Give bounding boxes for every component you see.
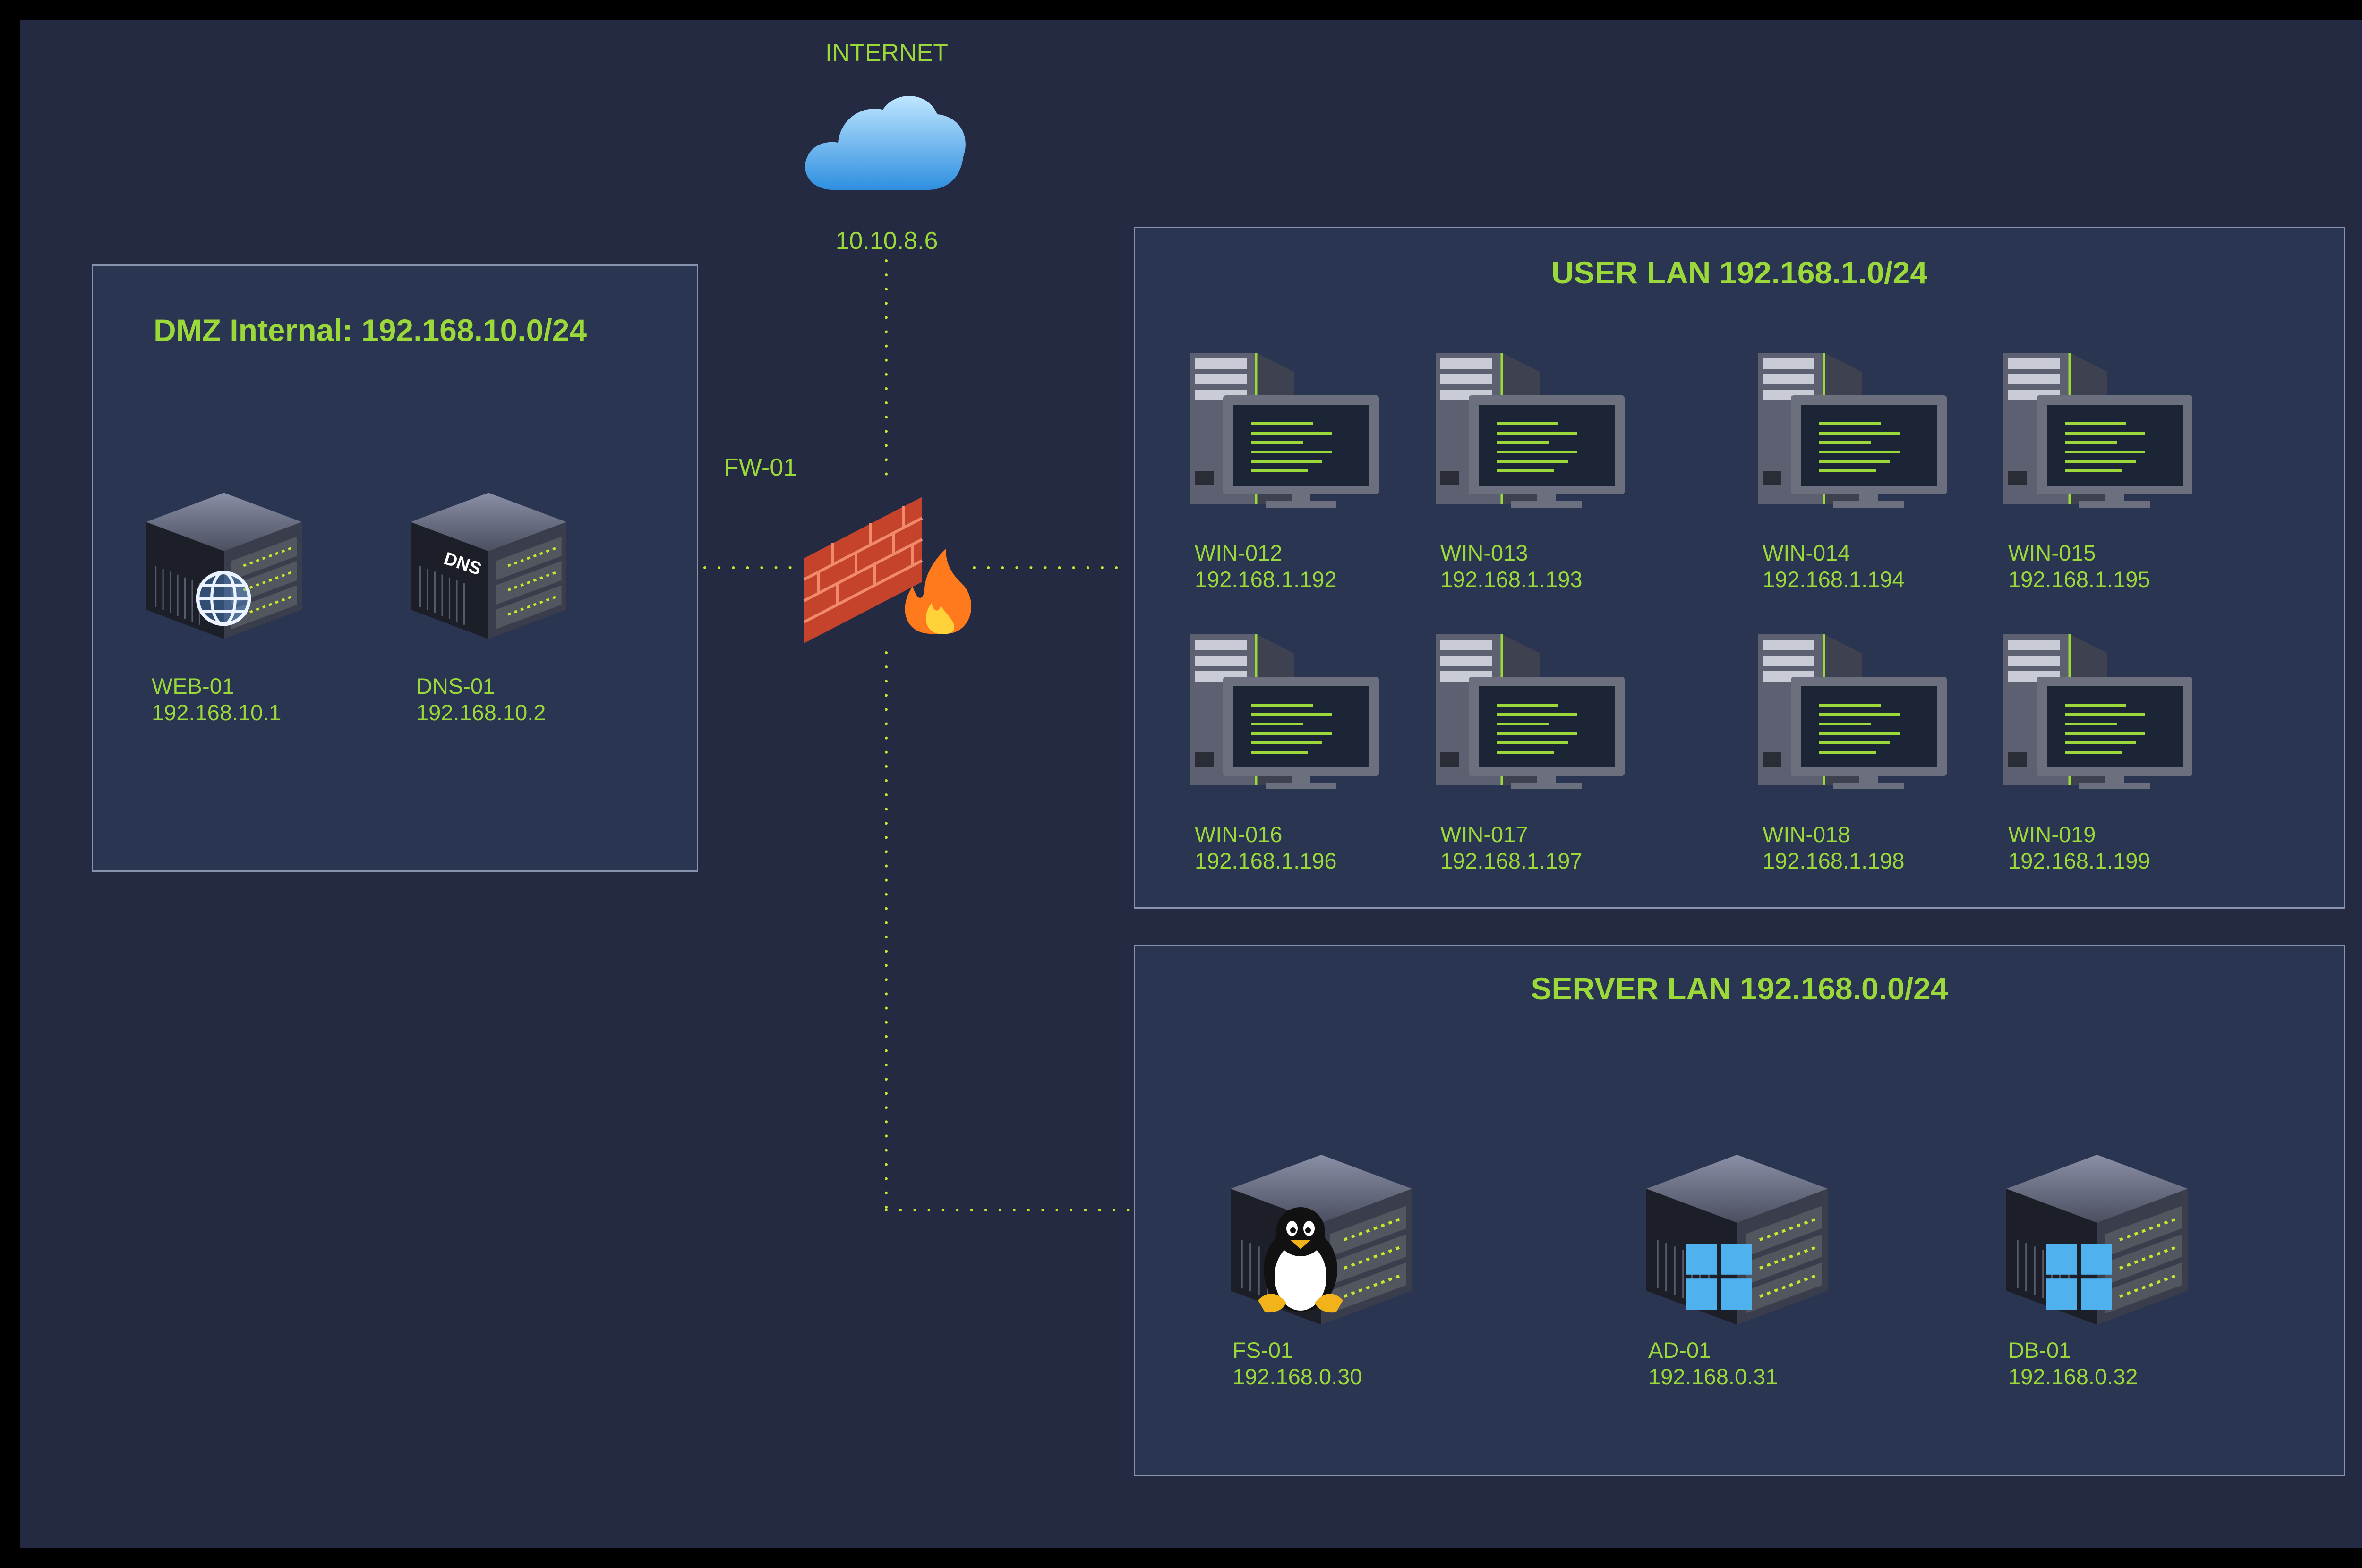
- host-name: WIN-017: [1440, 822, 1528, 847]
- windows-logo-icon: [2046, 1244, 2112, 1310]
- server-lan-title: SERVER LAN 192.168.0.0/24: [1531, 971, 1948, 1006]
- dmz-host-dns-01: DNS-01 192.168.10.2: [416, 673, 546, 726]
- workstation-icon: [1758, 348, 1947, 509]
- host-ip: 192.168.10.2: [416, 700, 546, 725]
- user-host-win-014: WIN-014 192.168.1.194: [1763, 540, 1905, 593]
- user-host-win-016: WIN-016 192.168.1.196: [1195, 821, 1337, 874]
- host-name: WIN-013: [1440, 540, 1528, 565]
- user-lan-title: USER LAN 192.168.1.0/24: [1551, 255, 1928, 290]
- internet-ip: 10.10.8.6: [835, 227, 938, 255]
- globe-icon: [194, 569, 253, 628]
- workstation-icon: [1758, 630, 1947, 790]
- user-lan-zone: USER LAN 192.168.1.0/24 WIN-012 192.168.…: [1134, 227, 2345, 909]
- user-host-win-019: WIN-019 192.168.1.199: [2008, 821, 2150, 874]
- internet-label: INTERNET: [825, 39, 948, 67]
- host-name: WIN-012: [1195, 540, 1283, 565]
- diagram-canvas: INTERNET 10.10.8.6 FW-01 DMZ Internal: 1…: [20, 20, 2362, 1548]
- connection-links: [703, 259, 1131, 1211]
- host-ip: 192.168.1.195: [2008, 567, 2150, 592]
- host-name: WIN-015: [2008, 540, 2096, 565]
- server-host-ad-01: AD-01 192.168.0.31: [1648, 1337, 1778, 1390]
- server-host-fs-01: FS-01 192.168.0.30: [1232, 1337, 1362, 1390]
- host-ip: 192.168.1.192: [1195, 567, 1337, 592]
- host-name: FS-01: [1232, 1338, 1293, 1363]
- host-name: WIN-014: [1763, 540, 1850, 565]
- host-ip: 192.168.1.198: [1763, 848, 1905, 873]
- cloud-icon: [805, 96, 966, 190]
- host-ip: 192.168.1.196: [1195, 848, 1337, 873]
- user-host-win-017: WIN-017 192.168.1.197: [1440, 821, 1583, 874]
- firewall-icon: [803, 497, 972, 643]
- workstation-icon: [2003, 630, 2192, 790]
- host-name: WIN-018: [1763, 822, 1850, 847]
- workstation-icon: [1436, 348, 1625, 509]
- host-ip: 192.168.1.193: [1440, 567, 1583, 592]
- dns-server-icon: [411, 493, 566, 639]
- host-ip: 192.168.0.30: [1232, 1364, 1362, 1389]
- host-ip: 192.168.1.194: [1763, 567, 1905, 592]
- user-host-win-015: WIN-015 192.168.1.195: [2008, 540, 2150, 593]
- dmz-zone: DMZ Internal: 192.168.10.0/24 WEB-01 192…: [92, 264, 698, 872]
- host-ip: 192.168.0.32: [2008, 1364, 2138, 1389]
- server-lan-zone: SERVER LAN 192.168.0.0/24 FS-01 192.168.…: [1134, 945, 2345, 1476]
- host-name: WEB-01: [152, 673, 234, 699]
- host-ip: 192.168.1.197: [1440, 848, 1583, 873]
- user-host-win-012: WIN-012 192.168.1.192: [1195, 540, 1337, 593]
- linux-tux-icon: [1253, 1206, 1348, 1314]
- user-host-win-013: WIN-013 192.168.1.193: [1440, 540, 1583, 593]
- dmz-host-web-01: WEB-01 192.168.10.1: [152, 673, 281, 726]
- workstation-icon: [1190, 630, 1379, 790]
- host-name: DB-01: [2008, 1338, 2071, 1363]
- host-name: WIN-016: [1195, 822, 1283, 847]
- host-name: DNS-01: [416, 673, 496, 699]
- windows-logo-icon: [1686, 1244, 1752, 1310]
- workstation-icon: [1190, 348, 1379, 509]
- host-name: WIN-019: [2008, 822, 2096, 847]
- host-name: AD-01: [1648, 1338, 1712, 1363]
- workstation-icon: [1436, 630, 1625, 790]
- host-ip: 192.168.0.31: [1648, 1364, 1778, 1389]
- workstation-icon: [2003, 348, 2192, 509]
- dmz-title: DMZ Internal: 192.168.10.0/24: [154, 313, 587, 348]
- server-host-db-01: DB-01 192.168.0.32: [2008, 1337, 2138, 1390]
- host-ip: 192.168.10.1: [152, 700, 282, 725]
- user-host-win-018: WIN-018 192.168.1.198: [1763, 821, 1905, 874]
- firewall-label: FW-01: [724, 454, 797, 481]
- host-ip: 192.168.1.199: [2008, 848, 2150, 873]
